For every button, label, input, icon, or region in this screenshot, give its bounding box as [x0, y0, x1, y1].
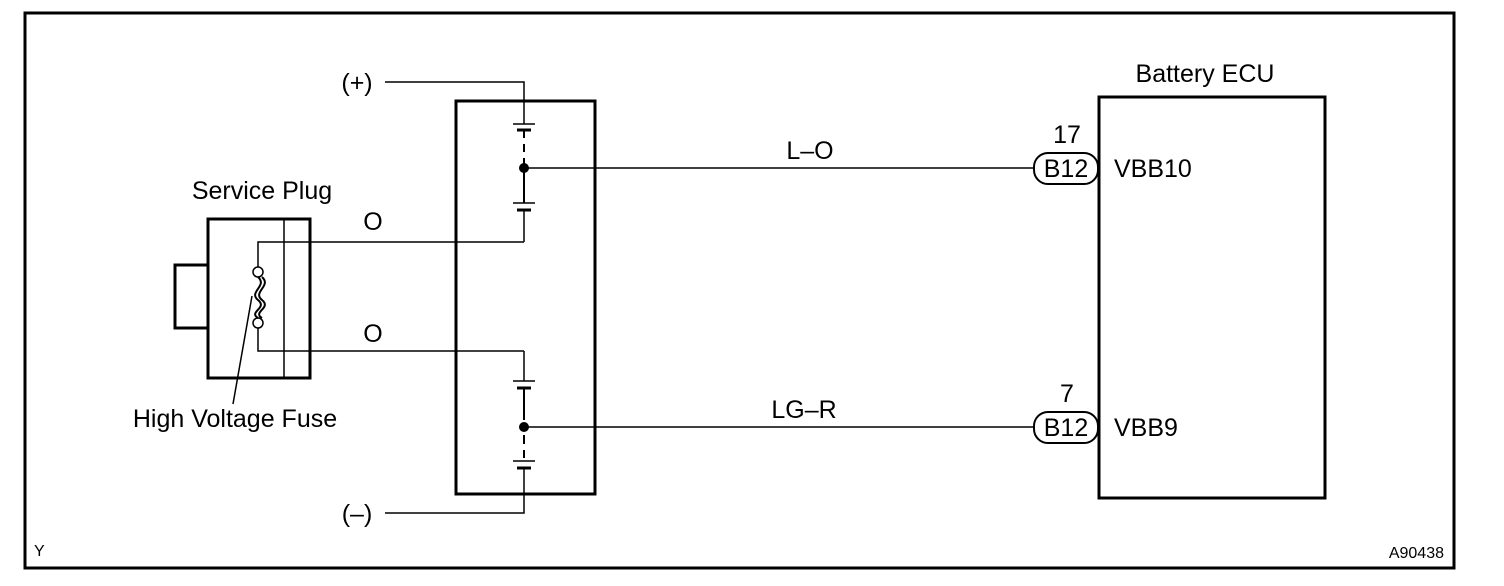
wire-color-upper-plug: O: [363, 208, 382, 236]
terminal-vbb10-label: VBB10: [1114, 155, 1192, 183]
battery-ecu-title: Battery ECU: [1136, 60, 1275, 88]
connector-vbb9-label: B12: [1044, 414, 1088, 442]
pin-number-vbb9: 7: [1060, 380, 1074, 408]
negative-terminal-wire: [385, 468, 525, 514]
lower-cell-group: [513, 351, 535, 470]
figure-id: A90438: [1389, 545, 1444, 562]
upper-cell-group: [513, 123, 535, 242]
battery-ecu-box: [1097, 95, 1327, 500]
diagram-frame: [23, 11, 1456, 570]
negative-terminal-label: (–): [342, 500, 373, 528]
service-plug-label: Service Plug: [192, 177, 332, 205]
service-plug-upper-wire: [257, 241, 524, 268]
service-plug: [173, 217, 312, 380]
wire-color-lower-plug: O: [363, 320, 382, 348]
pin-number-vbb10: 17: [1053, 121, 1081, 149]
corner-code: Y: [34, 543, 45, 560]
fuse-leader-line: [232, 295, 253, 405]
terminal-vbb9-label: VBB9: [1114, 414, 1178, 442]
battery-module-box: [454, 99, 597, 496]
wire-color-vbb9: LG–R: [771, 396, 836, 424]
wire-color-vbb10: L–O: [786, 137, 833, 165]
connector-vbb10: B12: [1033, 152, 1099, 185]
positive-terminal-label: (+): [341, 69, 372, 97]
positive-terminal-wire: [385, 81, 525, 124]
high-voltage-fuse-icon: [254, 276, 266, 319]
service-plug-lower-wire: [257, 327, 524, 352]
connector-vbb9: B12: [1033, 411, 1099, 444]
connector-vbb10-label: B12: [1044, 155, 1088, 183]
high-voltage-fuse-label: High Voltage Fuse: [133, 405, 337, 433]
